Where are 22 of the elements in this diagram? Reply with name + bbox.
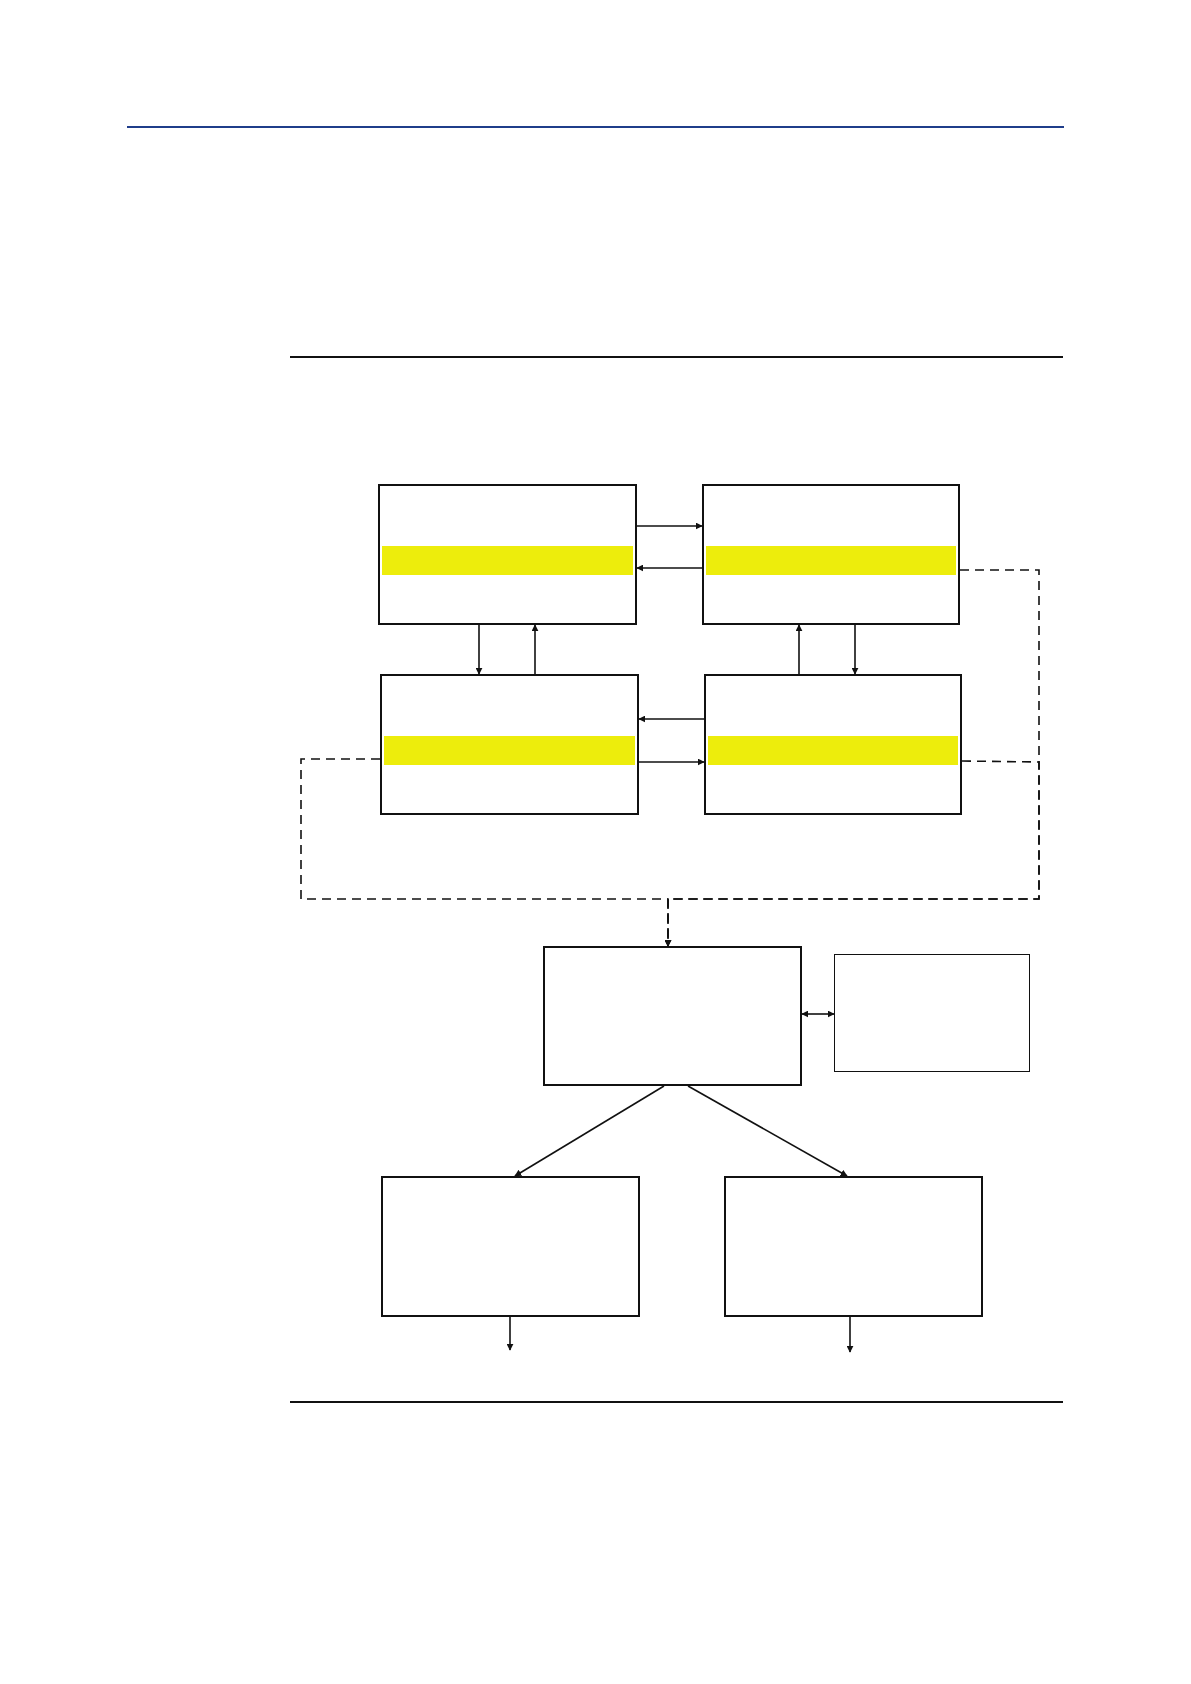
arrow	[636, 564, 703, 572]
arrow	[801, 1010, 835, 1018]
process-box	[543, 946, 802, 1086]
arrow	[506, 1316, 514, 1351]
process-box	[381, 1176, 640, 1317]
arrow	[638, 758, 705, 766]
arrow	[851, 624, 859, 675]
arrow	[795, 624, 803, 675]
arrow	[531, 624, 539, 675]
process-box	[704, 674, 962, 815]
process-box	[380, 674, 639, 815]
arrow	[514, 1085, 665, 1177]
arrow	[300, 758, 672, 947]
process-box	[724, 1176, 983, 1317]
arrow	[687, 1085, 848, 1177]
arrow	[846, 1316, 854, 1353]
arrow	[475, 624, 483, 675]
arrow	[636, 522, 703, 530]
process-box	[378, 484, 637, 625]
arrow	[638, 715, 705, 723]
process-box	[702, 484, 960, 625]
process-box	[834, 954, 1030, 1072]
